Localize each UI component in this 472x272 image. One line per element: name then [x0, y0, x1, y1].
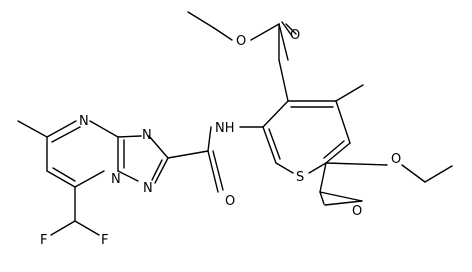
- atom-s-thiophene: S: [296, 170, 304, 185]
- atom-n-bridge: N: [111, 172, 121, 187]
- atom-labels: O O NH O S O O N N N N F F: [40, 28, 401, 248]
- atom-o-ester-right: O: [391, 152, 401, 167]
- atom-n-pyrimidine: N: [79, 114, 89, 129]
- atom-n-triazole-bottom: N: [143, 181, 153, 196]
- bonds: [17, 11, 388, 236]
- atom-o-amide: O: [225, 194, 235, 209]
- ethyl-bonds: [401, 164, 453, 183]
- atom-f-right: F: [101, 233, 108, 248]
- atom-o-carbonyl-bottom: O: [352, 204, 362, 219]
- atom-n-triazole-top: N: [142, 128, 152, 143]
- atom-nh-amide: NH: [215, 121, 235, 136]
- atom-o-carbonyl-top: O: [290, 28, 300, 43]
- atom-f-left: F: [40, 233, 47, 248]
- atom-o-ester-top: O: [236, 34, 246, 49]
